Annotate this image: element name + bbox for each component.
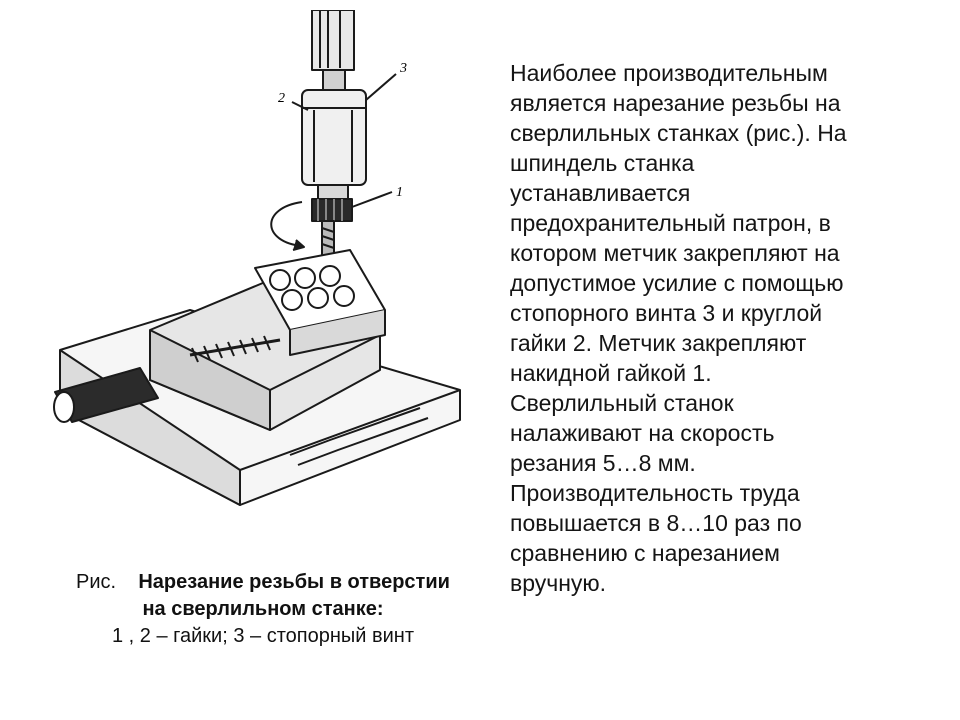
- body-line: сверлильных станках (рис.). На: [510, 120, 847, 146]
- rotation-arrow: [270, 201, 303, 247]
- caption-line-1: Рис. Нарезание резьбы в отверстии: [28, 569, 498, 596]
- body-line: котором метчик закрепляют на: [510, 240, 840, 266]
- caption-title-line-2: на сверлильном станке:: [142, 598, 384, 620]
- body-line: является нарезание резьбы на: [510, 90, 841, 116]
- body-line: шпиндель станка: [510, 150, 695, 176]
- body-line: гайки 2. Метчик закрепляют: [510, 330, 807, 356]
- callout-2: 2: [278, 91, 285, 106]
- spindle: [311, 10, 355, 71]
- body-line: Сверлильный станок: [510, 390, 734, 416]
- caption-legend: 1 , 2 – гайки; 3 – стопорный винт: [112, 625, 414, 647]
- callout-1: 1: [396, 185, 403, 200]
- body-line: повышается в 8…10 раз по: [510, 510, 802, 536]
- figure-caption: Рис. Нарезание резьбы в отверстии на све…: [28, 569, 498, 650]
- body-line: накидной гайкой 1.: [510, 360, 712, 386]
- spindle-nose: [322, 69, 346, 91]
- body-line: стопорного винта 3 и круглой: [510, 300, 823, 326]
- body-line: устанавливается: [510, 180, 691, 206]
- body-line: вручную.: [510, 570, 607, 596]
- caption-title-line-1: Нарезание резьбы в отверстии: [138, 571, 450, 593]
- illustration-svg: 3 2 1: [53, 10, 461, 506]
- body-line: налаживают на скорость: [510, 420, 775, 446]
- body-line: сравнению с нарезанием: [510, 540, 780, 566]
- safety-chuck: [301, 89, 367, 186]
- body-line: допустимое усилие с помощью: [510, 270, 844, 296]
- callout-3: 3: [399, 61, 407, 76]
- body-line: резания 5…8 мм.: [510, 450, 696, 476]
- drill-press-tapping-illustration: 3 2 1: [40, 10, 480, 555]
- body-line: Производительность труда: [510, 480, 800, 506]
- body-line: Наиболее производительным: [510, 60, 828, 86]
- body-text: Наиболее производительным является нарез…: [510, 58, 930, 598]
- caption-prefix: Рис.: [76, 571, 117, 593]
- body-line: предохранительный патрон, в: [510, 210, 831, 236]
